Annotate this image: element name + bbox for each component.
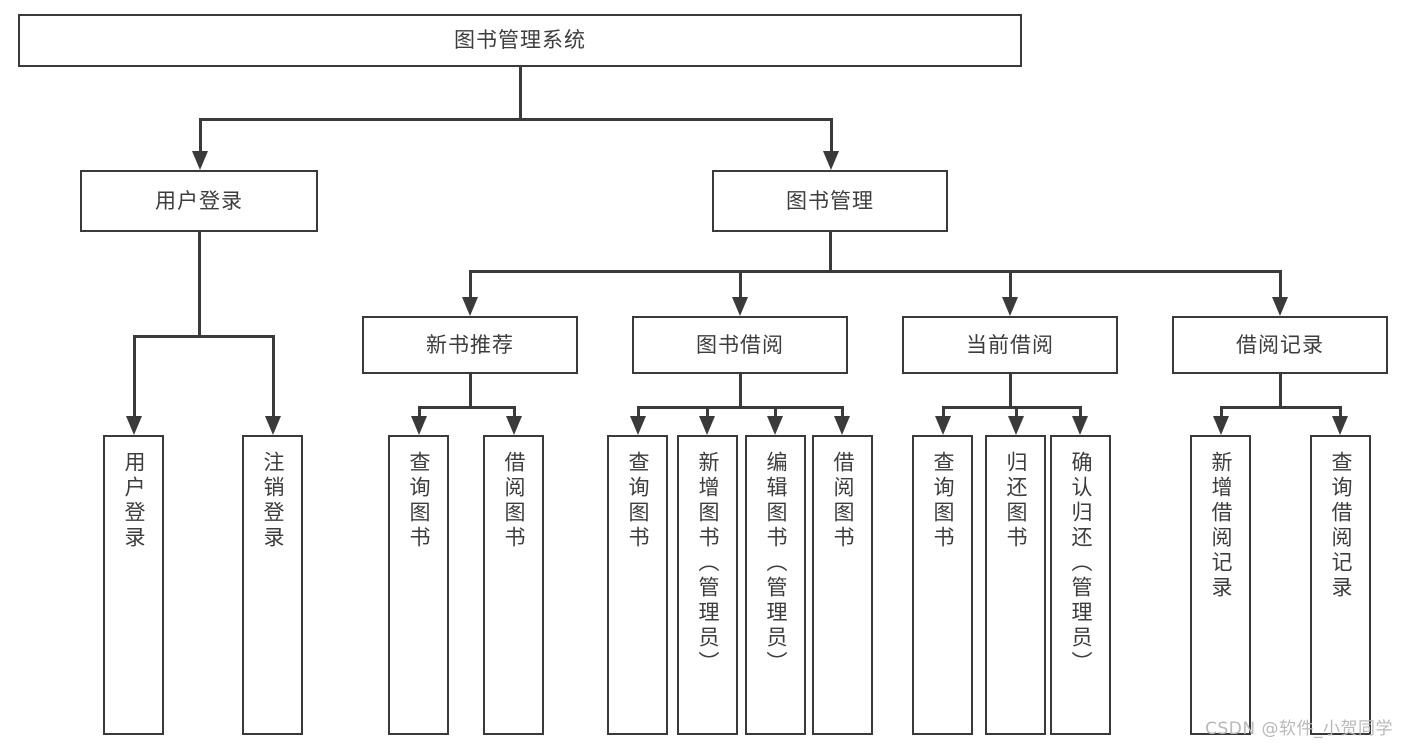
- arrowhead-edge-group-current-borrow-drops-1: [1008, 416, 1025, 435]
- edge-group-level3-drops-0: [469, 270, 472, 297]
- edge-group-current-borrow-drops-0: [942, 406, 945, 416]
- node-book-borrow[interactable]: 图书借阅: [632, 316, 848, 374]
- node-borrow-record[interactable]: 借阅记录: [1172, 316, 1388, 374]
- node-book-manage[interactable]: 图书管理: [712, 170, 948, 232]
- node-leaf-borrow-book-2[interactable]: 借阅图书: [812, 435, 873, 735]
- node-leaf-query-book-2[interactable]: 查询图书: [607, 435, 668, 735]
- arrowhead-edge-group-borrow-record-drops-1: [1332, 416, 1349, 435]
- node-borrow-record-label: 借阅记录: [1236, 332, 1324, 357]
- edge-book-borrow-bar: [637, 406, 842, 409]
- node-leaf-add-record-label: 新增借阅记录: [1209, 451, 1233, 601]
- arrowhead-edge-group-book-borrow-drops-0: [630, 416, 647, 435]
- arrowhead-to-book-manage: [823, 151, 840, 170]
- node-leaf-query-record[interactable]: 查询借阅记录: [1310, 435, 1371, 735]
- edge-user-login-drop-left: [133, 335, 136, 416]
- node-leaf-add-book[interactable]: 新增图书（管理员）: [677, 435, 738, 735]
- node-leaf-logout-label: 注销登录: [261, 451, 285, 551]
- node-leaf-return-book[interactable]: 归还图书: [985, 435, 1046, 735]
- arrowhead-edge-group-level3-drops-0: [462, 297, 479, 316]
- edge-group-borrow-record-drops-1: [1339, 406, 1342, 416]
- node-leaf-confirm-return[interactable]: 确认归还（管理员）: [1050, 435, 1111, 735]
- edge-group-level3-drops-2: [1009, 270, 1012, 297]
- node-leaf-user-login[interactable]: 用户登录: [103, 435, 164, 735]
- node-leaf-edit-book[interactable]: 编辑图书（管理员）: [745, 435, 806, 735]
- edge-root-bar: [199, 118, 831, 121]
- node-leaf-confirm-return-label: 确认归还（管理员）: [1069, 451, 1093, 676]
- arrowhead-edge-group-new-book-drops-0: [411, 416, 428, 435]
- edge-new-book-bar: [418, 406, 514, 409]
- node-user-login[interactable]: 用户登录: [80, 170, 318, 232]
- arrowhead-to-leaf-user-login: [126, 416, 143, 435]
- edge-group-level3-drops-1: [739, 270, 742, 297]
- edge-group-book-borrow-drops-3: [841, 406, 844, 416]
- edge-root-drop-left: [199, 118, 202, 151]
- node-current-borrow-label: 当前借阅: [966, 332, 1054, 357]
- node-leaf-query-book-2-label: 查询图书: [626, 451, 650, 551]
- edge-root-stem: [519, 67, 522, 118]
- edge-group-book-borrow-drops-0: [637, 406, 640, 416]
- edge-group-current-borrow-drops-2: [1079, 406, 1082, 416]
- edge-book-manage-bar: [469, 270, 1281, 273]
- arrowhead-to-user-login: [192, 151, 209, 170]
- node-leaf-edit-book-label: 编辑图书（管理员）: [764, 451, 788, 676]
- node-leaf-user-login-label: 用户登录: [122, 451, 146, 551]
- arrowhead-edge-group-level3-drops-1: [732, 297, 749, 316]
- node-current-borrow[interactable]: 当前借阅: [902, 316, 1118, 374]
- arrowhead-edge-group-book-borrow-drops-3: [834, 416, 851, 435]
- arrowhead-edge-group-new-book-drops-1: [506, 416, 523, 435]
- edge-borrow-record-bar: [1220, 406, 1340, 409]
- node-book-manage-label: 图书管理: [786, 188, 874, 213]
- node-new-book-rec-label: 新书推荐: [426, 332, 514, 357]
- edge-group-new-book-drops-0: [418, 406, 421, 416]
- node-leaf-borrow-book-2-label: 借阅图书: [831, 451, 855, 551]
- edge-user-login-stem: [198, 232, 201, 335]
- arrowhead-edge-group-level3-drops-3: [1272, 297, 1289, 316]
- node-leaf-borrow-book-1-label: 借阅图书: [502, 451, 526, 551]
- edge-group-book-borrow-drops-2: [774, 406, 777, 416]
- arrowhead-edge-group-book-borrow-drops-2: [767, 416, 784, 435]
- node-root-label: 图书管理系统: [454, 28, 586, 53]
- edge-borrow-record-stem: [1279, 374, 1282, 406]
- arrowhead-edge-group-current-borrow-drops-0: [935, 416, 952, 435]
- node-new-book-rec[interactable]: 新书推荐: [362, 316, 578, 374]
- edge-new-book-stem: [469, 374, 472, 406]
- node-leaf-borrow-book-1[interactable]: 借阅图书: [483, 435, 544, 735]
- edge-current-borrow-bar: [942, 406, 1080, 409]
- node-leaf-logout[interactable]: 注销登录: [242, 435, 303, 735]
- edge-group-current-borrow-drops-1: [1015, 406, 1018, 416]
- node-user-login-label: 用户登录: [155, 188, 243, 213]
- edge-group-level3-drops-3: [1279, 270, 1282, 297]
- arrowhead-edge-group-book-borrow-drops-1: [699, 416, 716, 435]
- edge-user-login-bar: [133, 335, 273, 338]
- edge-group-borrow-record-drops-0: [1220, 406, 1223, 416]
- edge-group-new-book-drops-1: [513, 406, 516, 416]
- node-leaf-query-book-1-label: 查询图书: [407, 451, 431, 551]
- node-leaf-query-record-label: 查询借阅记录: [1329, 451, 1353, 601]
- arrowhead-to-leaf-logout: [265, 416, 282, 435]
- node-leaf-query-book-3-label: 查询图书: [931, 451, 955, 551]
- node-leaf-add-book-label: 新增图书（管理员）: [696, 451, 720, 676]
- edge-group-book-borrow-drops-1: [706, 406, 709, 416]
- node-leaf-add-record[interactable]: 新增借阅记录: [1190, 435, 1251, 735]
- edge-book-borrow-stem: [739, 374, 742, 406]
- node-book-borrow-label: 图书借阅: [696, 332, 784, 357]
- node-root[interactable]: 图书管理系统: [18, 14, 1022, 67]
- node-leaf-query-book-3[interactable]: 查询图书: [912, 435, 973, 735]
- edge-book-manage-stem: [829, 232, 832, 270]
- edge-root-drop-right: [830, 118, 833, 151]
- arrowhead-edge-group-level3-drops-2: [1002, 297, 1019, 316]
- node-leaf-query-book-1[interactable]: 查询图书: [388, 435, 449, 735]
- edge-current-borrow-stem: [1009, 374, 1012, 406]
- arrowhead-edge-group-current-borrow-drops-2: [1072, 416, 1089, 435]
- arrowhead-edge-group-borrow-record-drops-0: [1213, 416, 1230, 435]
- node-leaf-return-book-label: 归还图书: [1004, 451, 1028, 551]
- edge-user-login-drop-right: [272, 335, 275, 416]
